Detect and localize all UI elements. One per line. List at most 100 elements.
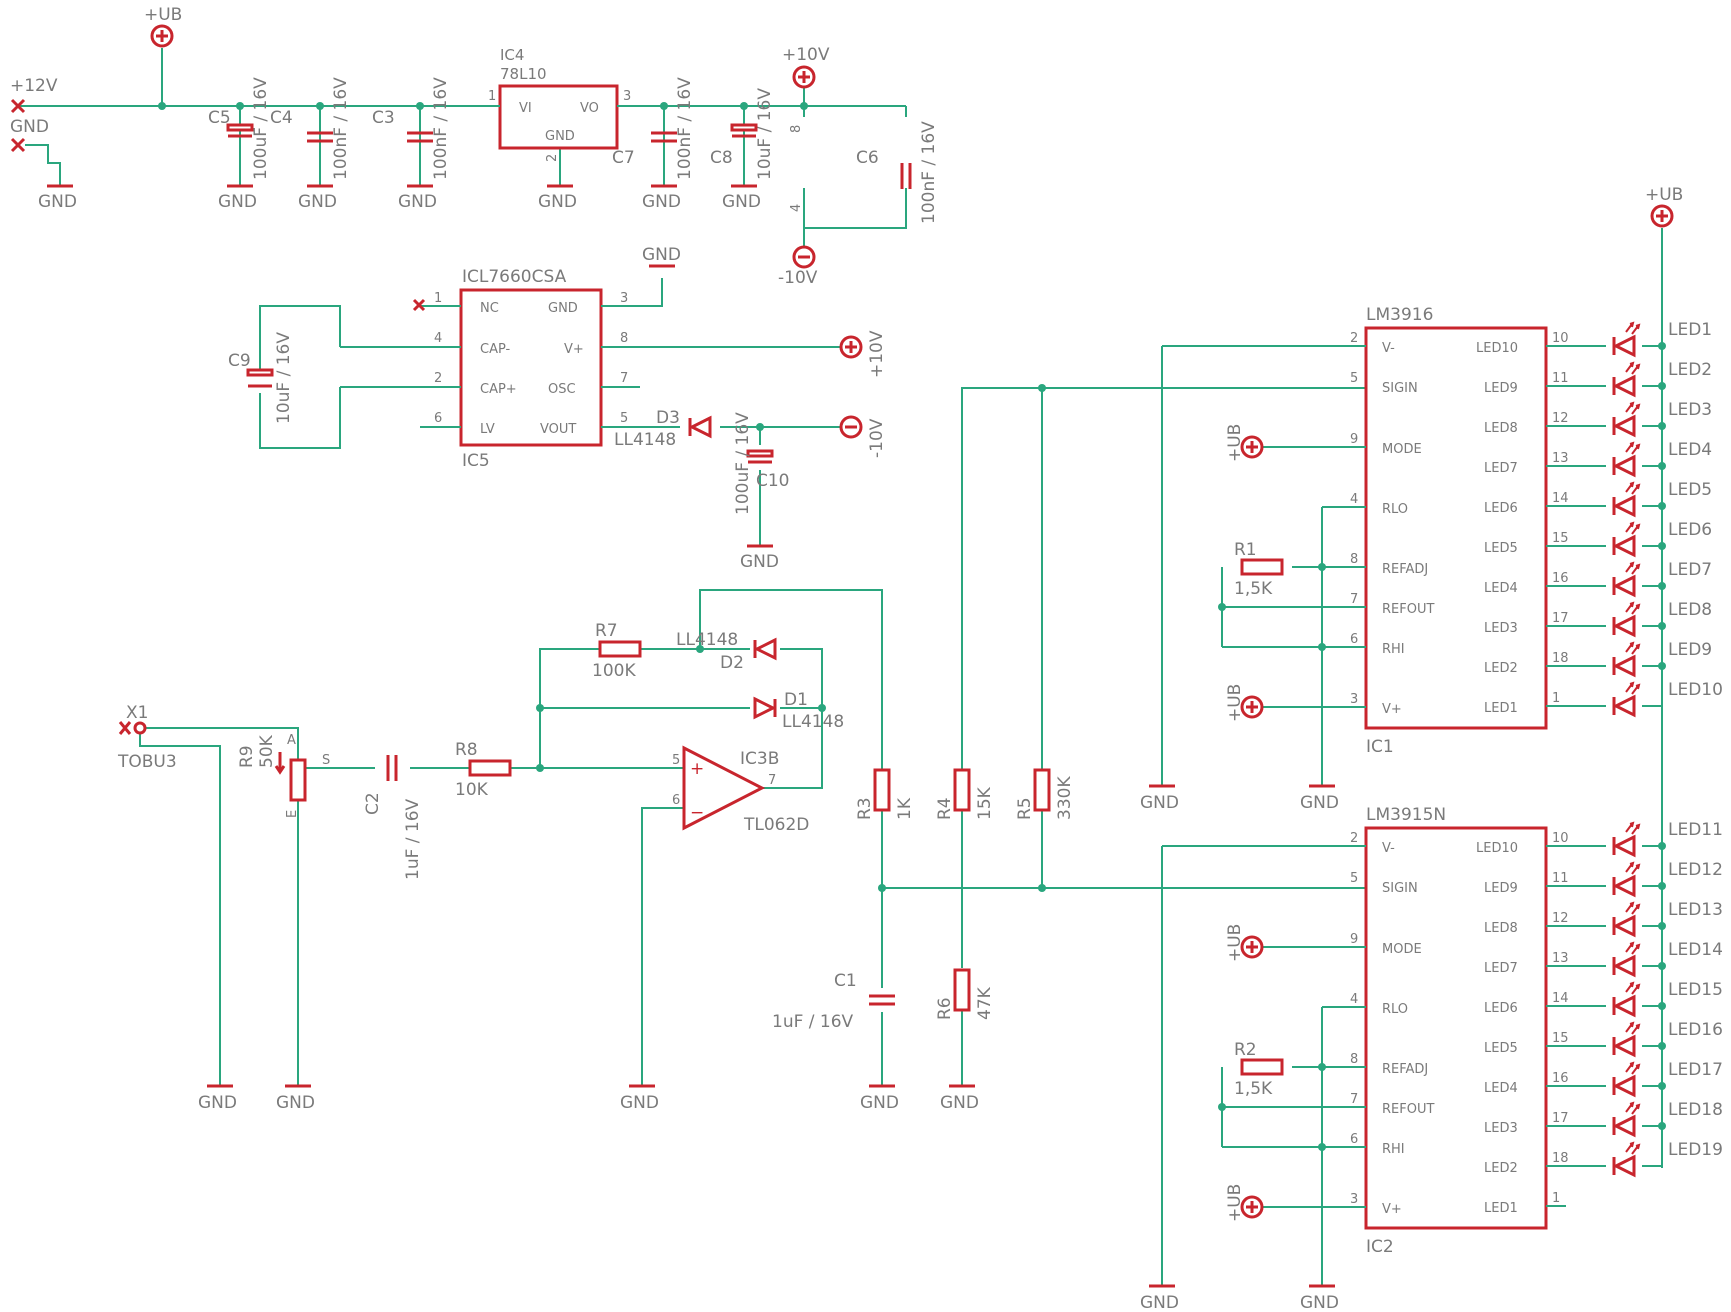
r9-pin-a: A (287, 733, 296, 748)
r6-value: 47K (975, 986, 995, 1020)
ic5-wires (259, 278, 840, 545)
r2-value: 1,5K (1234, 1079, 1273, 1099)
r3-label: R3 (855, 797, 875, 820)
minus10-symbol (792, 245, 816, 269)
opamp-ic3b (682, 745, 766, 831)
r8-resistor (468, 759, 512, 777)
ic2-rpin-11: 11 (1552, 871, 1569, 886)
ic1-type: LM3916 (1366, 305, 1433, 325)
ladder-junctions (878, 384, 1046, 892)
ic1-rpin-17: 17 (1552, 611, 1569, 626)
r9-pin-e: E (285, 810, 300, 818)
c10-gnd-label: GND (740, 552, 779, 572)
r5-value: 330K (1055, 776, 1075, 820)
ic1-right-2: LED8 (1484, 421, 1518, 436)
gnd-label-11: GND (860, 1093, 899, 1113)
ic5-pin-1: 1 (434, 291, 442, 306)
power-junctions (158, 102, 808, 110)
ic2-right-5: LED5 (1484, 1041, 1518, 1056)
gnd-label-6: GND (642, 192, 681, 212)
ic2-right-3: LED7 (1484, 961, 1518, 976)
ic5-pin-3: 3 (620, 291, 628, 306)
ic5-plus10-label: +10V (867, 330, 887, 378)
ic5-minus10-symbol (839, 415, 863, 439)
ic1-rpin-12: 12 (1552, 411, 1569, 426)
ic1-left-1: SIGIN (1382, 381, 1418, 396)
ic4-regulator (489, 84, 628, 150)
ic1-ub-label-1: +UB (1225, 424, 1245, 462)
ic1-rpin-10: 10 (1552, 331, 1569, 346)
opamp-plus: + (690, 759, 704, 779)
ic4-vo: VO (580, 101, 599, 116)
d1-label: D1 (784, 690, 808, 710)
ic1-pin-8: 8 (1350, 552, 1358, 567)
gnd-label-15: GND (1140, 1293, 1179, 1312)
c8-value: 10uF / 16V (755, 88, 775, 180)
ic4-gnd: GND (545, 129, 575, 144)
ic1-right-3: LED7 (1484, 461, 1518, 476)
ic5-minus10-label: -10V (867, 418, 887, 458)
ic2-ub-label-1: +UB (1225, 924, 1245, 962)
ic2-ref: IC2 (1366, 1237, 1394, 1257)
ic2-rpin-15: 15 (1552, 1031, 1569, 1046)
nc-marker (412, 298, 426, 312)
gnd-label-5: GND (538, 192, 577, 212)
gnd-label-10: GND (620, 1093, 659, 1113)
ic2-left-2: MODE (1382, 942, 1422, 957)
ub-top-symbol (150, 24, 174, 48)
ub-right-label: +UB (1645, 185, 1683, 205)
ic2-right-6: LED4 (1484, 1081, 1518, 1096)
ic5-left-2: CAP+ (480, 382, 517, 397)
ic1-rpin-11: 11 (1552, 371, 1569, 386)
d1-value: LL4148 (782, 712, 844, 732)
ic5-pin-5: 5 (620, 411, 628, 426)
gnd-label-1: GND (38, 192, 77, 212)
ic2-pin-7: 7 (1350, 1092, 1358, 1107)
rail-pin-4: 4 (789, 204, 804, 212)
ladder-wires (881, 387, 1366, 1085)
ic1-right-4: LED6 (1484, 501, 1518, 516)
rail-pin-8: 8 (789, 125, 804, 133)
ic2-rpin-14: 14 (1552, 991, 1569, 1006)
c7-label: C7 (612, 148, 635, 168)
d2-diode (753, 638, 777, 660)
ic1-rpin-16: 16 (1552, 571, 1569, 586)
ic1-pin-5: 5 (1350, 371, 1358, 386)
opamp-pin6: 6 (672, 793, 680, 808)
ic2-body (1364, 826, 1548, 1230)
ic2-left-5: REFOUT (1382, 1102, 1434, 1117)
d3-value: LL4148 (614, 430, 676, 450)
ic1-pin-4: 4 (1350, 492, 1358, 507)
ub-top-label: +UB (144, 5, 182, 25)
led19-label: LED19 (1668, 1140, 1723, 1160)
r7-resistor (598, 640, 642, 658)
ic2-rpin-16: 16 (1552, 1071, 1569, 1086)
input-terminals[interactable] (10, 98, 26, 153)
ic5-left-1: CAP- (480, 342, 511, 357)
ic2-right-0: LED10 (1476, 841, 1518, 856)
ic5-body (459, 288, 603, 447)
net-gnd-label: GND (10, 117, 49, 137)
ic2-pin-6: 6 (1350, 1132, 1358, 1147)
gnd-label-9: GND (276, 1093, 315, 1113)
ic2-wires (1161, 845, 1606, 1285)
ic2-left-3: RLO (1382, 1002, 1408, 1017)
ic2-pin-3: 3 (1350, 1192, 1358, 1207)
ic1-pin-3: 3 (1350, 692, 1358, 707)
c3-label: C3 (372, 108, 395, 128)
ic1-pin-2: 2 (1350, 331, 1358, 346)
led13-label: LED13 (1668, 900, 1723, 920)
ic5-right-0: GND (548, 301, 578, 316)
x1-connector[interactable] (118, 721, 147, 735)
c2-label: C2 (363, 792, 383, 815)
ic2-rpin-1: 1 (1552, 1191, 1560, 1206)
r1-label: R1 (1234, 540, 1257, 560)
opamp-ref: IC3B (740, 749, 779, 769)
ic5-pin-2: 2 (434, 371, 442, 386)
r9-potentiometer[interactable] (274, 752, 307, 802)
c8-label: C8 (710, 148, 733, 168)
c7-value: 100nF / 16V (675, 77, 695, 180)
ic2-right-9: LED1 (1484, 1201, 1518, 1216)
d3-label: D3 (656, 408, 680, 428)
gnd-label-12: GND (940, 1093, 979, 1113)
